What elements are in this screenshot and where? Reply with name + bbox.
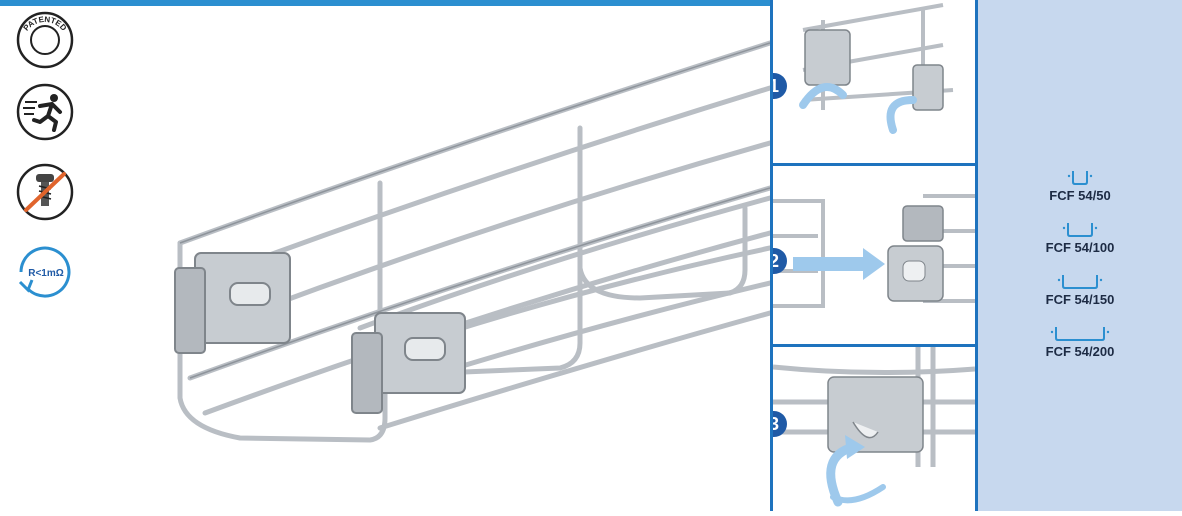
model-label: FCF 54/200 — [1045, 344, 1115, 359]
model-item-fcf-54-200: FCF 54/200 — [978, 326, 1182, 359]
installation-step-3-panel: 3 — [770, 347, 978, 511]
model-item-fcf-54-150: FCF 54/150 — [978, 274, 1182, 307]
model-item-fcf-54-100: FCF 54/100 — [978, 222, 1182, 255]
patented-stamp-icon: PATENTED — [8, 10, 88, 72]
installation-step-2-panel: 2 — [770, 166, 978, 347]
model-label: FCF 54/100 — [1045, 240, 1115, 255]
tray-profile-icon — [1050, 327, 1110, 341]
model-item-fcf-54-50: FCF 54/50 — [978, 170, 1182, 203]
step-number-3: 3 — [773, 411, 787, 437]
step-number-1: 1 — [773, 73, 787, 99]
resistance-text: R<1mΩ — [28, 268, 64, 279]
model-label: FCF 54/50 — [1049, 188, 1111, 203]
fast-runner-icon — [8, 82, 88, 144]
tray-profile-icon — [1067, 171, 1093, 185]
tray-profile-icon — [1062, 223, 1098, 237]
cable-tray-illustration — [40, 8, 773, 511]
no-screw-icon — [8, 162, 88, 224]
installation-step-1-panel: 1 — [770, 0, 978, 166]
top-accent-bar — [0, 0, 1182, 6]
tray-profile-icon — [1057, 275, 1103, 289]
model-list-panel: FCF 54/50 FCF 54/100 FCF 54/150 FCF 54/2… — [978, 0, 1182, 511]
resistance-icon: R<1mΩ — [8, 242, 88, 304]
model-label: FCF 54/150 — [1045, 292, 1115, 307]
step-number-2: 2 — [773, 248, 787, 274]
